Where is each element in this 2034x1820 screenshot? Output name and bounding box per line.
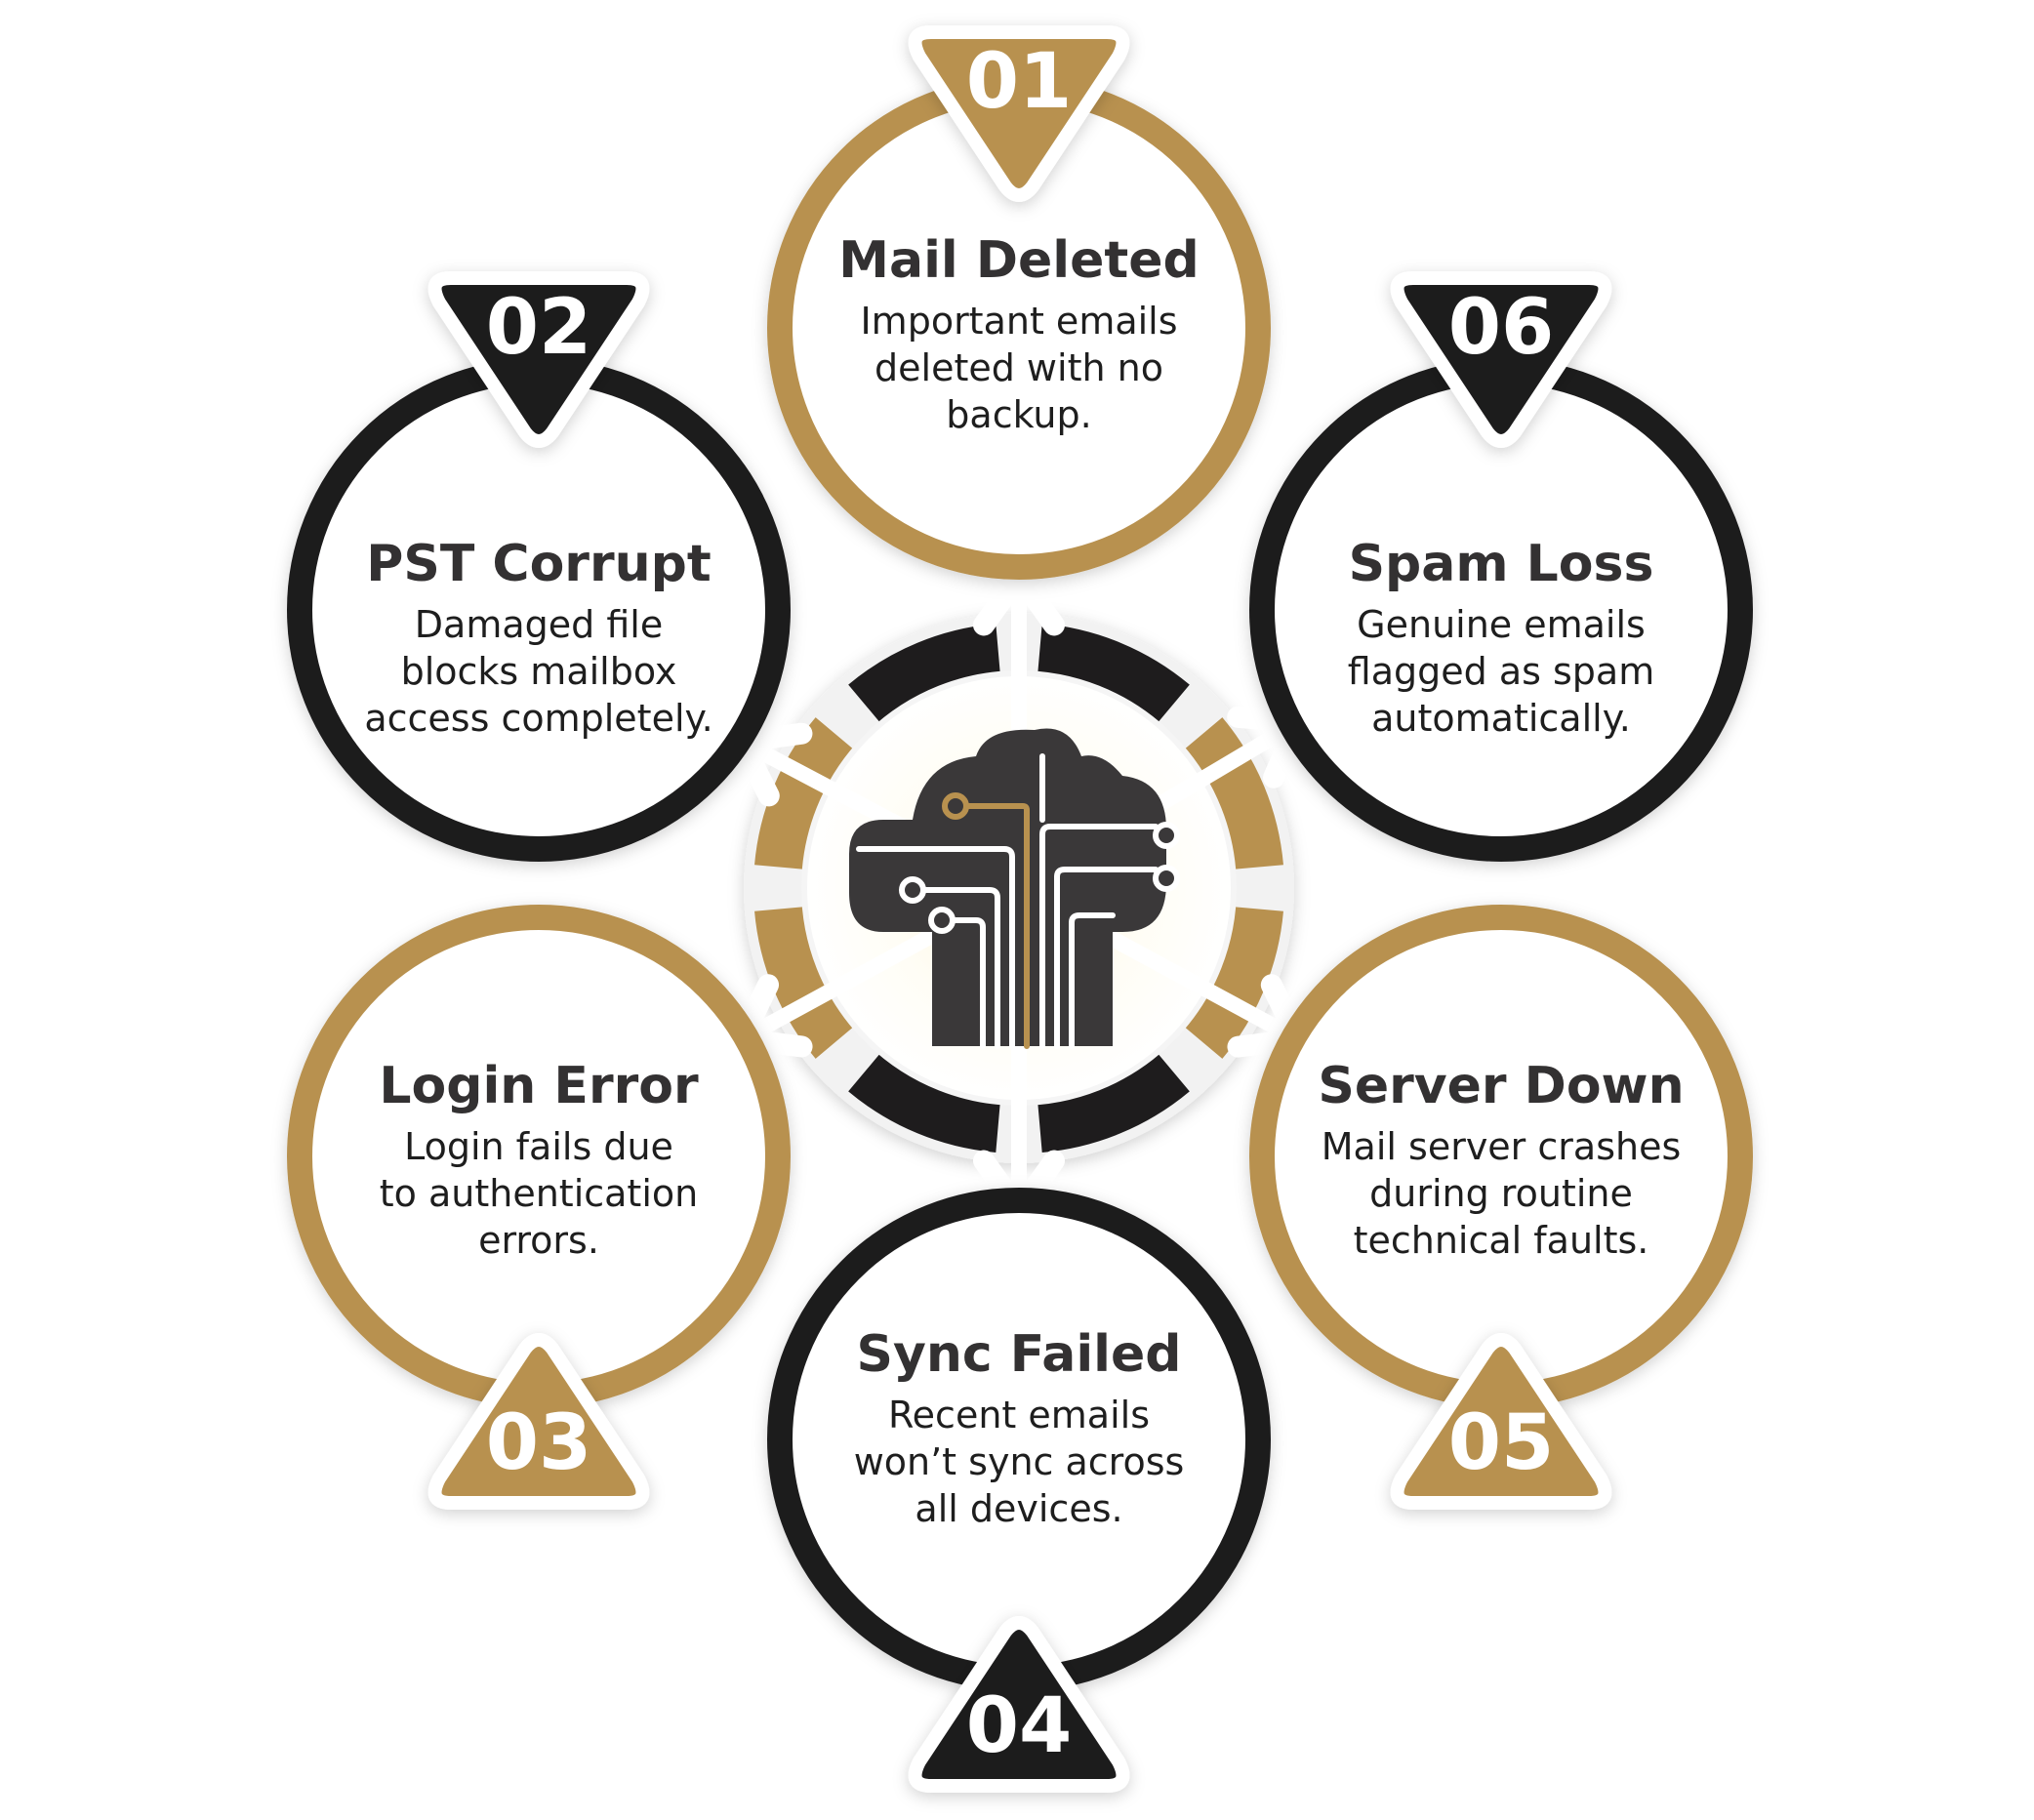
ring-segment bbox=[1183, 717, 1283, 870]
step-number: 03 bbox=[486, 1399, 592, 1487]
step-description-line: technical faults. bbox=[1354, 1219, 1649, 1262]
ring-segment bbox=[848, 624, 1000, 724]
ring-segment bbox=[848, 1052, 1000, 1153]
circuit-node bbox=[1153, 822, 1180, 849]
ring-segment bbox=[1183, 907, 1283, 1059]
ring-segment bbox=[1037, 624, 1190, 724]
step-description-line: Mail server crashes bbox=[1322, 1125, 1682, 1168]
ring-segment bbox=[754, 717, 855, 870]
cloud-circuit-icon bbox=[849, 728, 1180, 1049]
step-badge bbox=[908, 25, 1130, 202]
step-description-line: during routine bbox=[1369, 1172, 1633, 1215]
step-title: PST Corrupt bbox=[366, 535, 711, 593]
step-description-line: Genuine emails bbox=[1357, 603, 1646, 646]
step-badge bbox=[427, 1333, 650, 1510]
step-title: Mail Deleted bbox=[838, 231, 1199, 290]
step-badge bbox=[1390, 271, 1612, 448]
step-title: Sync Failed bbox=[857, 1325, 1182, 1384]
step-number: 04 bbox=[966, 1682, 1073, 1770]
circuit-node bbox=[1153, 865, 1180, 892]
step-description-line: to authentication bbox=[380, 1172, 698, 1215]
circuit-line bbox=[920, 887, 1000, 1049]
step-description-line: automatically. bbox=[1371, 697, 1631, 740]
central-hub bbox=[731, 565, 1309, 1221]
circuit-line bbox=[1054, 867, 1159, 1049]
circuit-node bbox=[928, 907, 956, 934]
step-description-line: backup. bbox=[946, 393, 1091, 436]
circuit-node bbox=[899, 876, 926, 904]
ring-segment bbox=[1037, 1052, 1190, 1153]
cloud-shape bbox=[849, 728, 1166, 1046]
ring-segment bbox=[754, 907, 855, 1059]
step-badge bbox=[1390, 1333, 1612, 1510]
step-description-line: access completely. bbox=[364, 697, 712, 740]
step-title: Server Down bbox=[1318, 1057, 1684, 1115]
step-description-line: blocks mailbox bbox=[401, 650, 677, 693]
circuit-line bbox=[950, 917, 986, 1049]
step-title: Login Error bbox=[379, 1057, 699, 1115]
step-number: 06 bbox=[1448, 284, 1555, 372]
step-circle bbox=[767, 1188, 1271, 1691]
step-badge bbox=[908, 1616, 1130, 1793]
step-description-line: Login fails due bbox=[404, 1125, 673, 1168]
step-title: Spam Loss bbox=[1349, 535, 1654, 593]
step-badge bbox=[427, 271, 650, 448]
circuit-line bbox=[1039, 824, 1159, 1049]
segmented-ring bbox=[754, 624, 1283, 1153]
step-description-line: flagged as spam bbox=[1348, 650, 1654, 693]
step-description-line: all devices. bbox=[915, 1487, 1122, 1530]
step-number: 01 bbox=[966, 38, 1073, 126]
step-description-line: Damaged file bbox=[415, 603, 663, 646]
circuit-line bbox=[1069, 912, 1116, 1049]
circuit-node bbox=[942, 792, 969, 820]
step-number: 05 bbox=[1448, 1399, 1555, 1487]
circuit-line bbox=[856, 846, 1015, 1049]
step-description-line: errors. bbox=[478, 1219, 599, 1262]
step-description-line: Important emails bbox=[860, 300, 1177, 343]
step-description-line: won’t sync across bbox=[854, 1440, 1185, 1483]
step-number: 02 bbox=[486, 284, 592, 372]
circuit-line bbox=[963, 803, 1030, 1049]
step-description-line: deleted with no bbox=[875, 346, 1163, 389]
step-description-line: Recent emails bbox=[888, 1394, 1150, 1436]
